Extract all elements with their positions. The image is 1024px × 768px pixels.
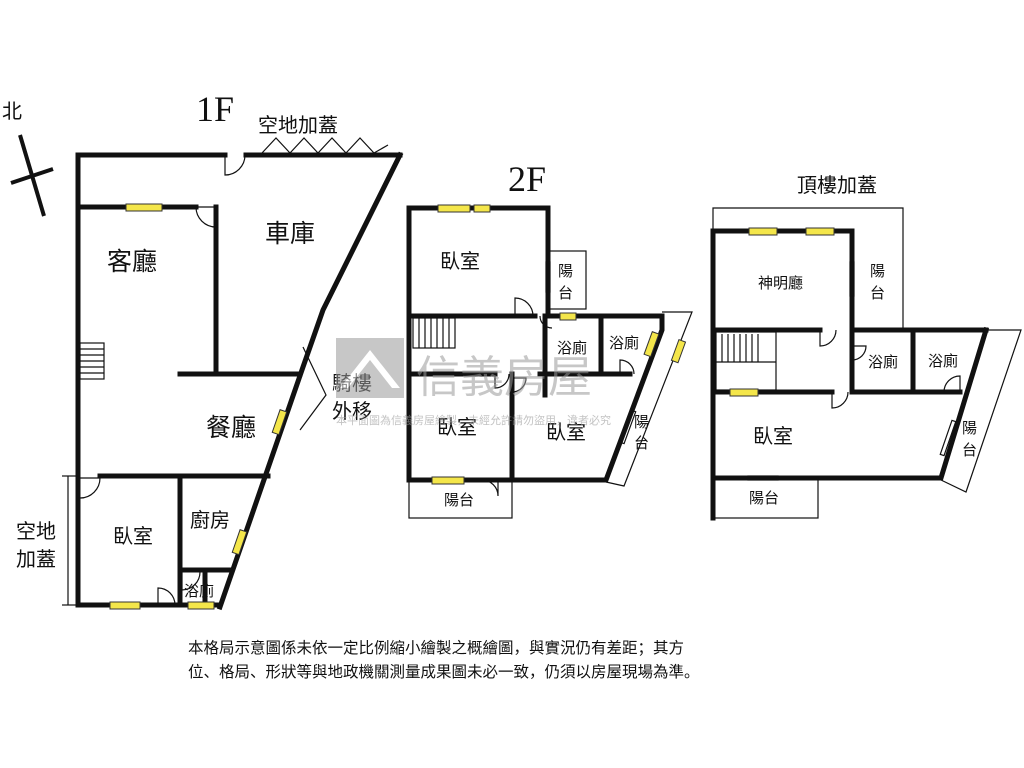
window-roof-bedroom — [729, 388, 759, 397]
disclaimer-line-2: 位、格局、形狀等與地政機關測量成果圖未必一致，仍須以房屋現場為準。 — [188, 663, 700, 681]
window-2f-top-a — [437, 204, 471, 213]
balcony-roof-diag-label-1: 陽 — [962, 419, 977, 437]
shrine-hall-label: 神明廳 — [758, 274, 803, 292]
north-label: 北 — [2, 99, 22, 123]
side-annex-bracket — [62, 475, 78, 606]
annex-top-label: 空地加蓋 — [258, 113, 338, 137]
roof-outer-boundary — [712, 207, 904, 330]
door-roof-balcony-diag — [939, 419, 957, 457]
watermark-brand: 信義房屋 — [416, 352, 592, 403]
wall-1f-diagonal — [216, 151, 404, 611]
window-2f-diag-a — [643, 331, 660, 358]
door-roof-balcony-right — [849, 261, 855, 297]
watermark: 信義房屋 本平面圖為信義房屋繪製，未經允許請勿盜用，違者必究 — [336, 338, 611, 427]
window-roof-top-a — [748, 227, 778, 236]
balcony-2f-right — [547, 250, 587, 310]
bath-roof-right-label: 浴廁 — [928, 352, 958, 370]
balcony-roof-right-label-1: 陽 — [870, 262, 885, 280]
garage-label: 車庫 — [265, 219, 315, 248]
stairs-1f — [79, 342, 105, 380]
balcony-2f-right-label-2: 台 — [558, 284, 573, 302]
door-1f-bottom — [157, 587, 176, 606]
door-roof-bedroom — [831, 391, 849, 409]
balcony-roof-bottom-label: 陽台 — [749, 489, 779, 507]
roof-diag-balcony-outline — [940, 329, 1022, 493]
window-2f-balcony — [431, 476, 465, 485]
floor-roof: 頂樓加蓋 — [710, 173, 1022, 521]
window-1f-living — [125, 203, 163, 212]
balcony-2f-bottom-label: 陽台 — [444, 491, 474, 509]
side-annex-label-2: 加蓋 — [16, 547, 56, 571]
arcade-line — [299, 346, 327, 431]
window-2f-diag-b — [670, 338, 687, 364]
compass: 北 — [2, 99, 54, 217]
window-roof-top-b — [805, 227, 835, 236]
compass-cross-icon — [10, 167, 54, 185]
balcony-2f-diagonal — [605, 311, 693, 487]
floor-1: 1F 空地加蓋 — [16, 89, 404, 611]
bathroom-1f-label: 浴廁 — [184, 582, 214, 600]
disclaimer-line-1: 本格局示意圖係未依一定比例縮小繪製之概繪圖，與實況仍有差距；其方 — [188, 639, 685, 657]
balcony-roof-right-label-2: 台 — [870, 284, 885, 302]
door-2f-balcony — [481, 479, 499, 497]
bath-2f-left-label: 浴廁 — [557, 339, 587, 357]
stairs-2f — [412, 317, 456, 349]
door-2f-balcony-diag — [619, 409, 637, 445]
roof-title: 頂樓加蓋 — [797, 173, 877, 197]
balcony-2f-diag-label-2: 台 — [634, 434, 649, 452]
window-1f-bedroom — [109, 601, 141, 610]
window-1f-diag-b — [231, 529, 248, 556]
door-1f-bath — [181, 571, 201, 591]
bedroom-2f-top-label: 臥室 — [440, 249, 480, 273]
window-2f-hall — [559, 312, 577, 321]
balcony-2f-right-label-1: 陽 — [558, 262, 573, 280]
bedroom-roof-label: 臥室 — [753, 424, 793, 448]
door-roof-bath-left — [851, 345, 867, 361]
door-roof-bath-right — [943, 375, 961, 393]
door-2f-hall-2 — [539, 315, 553, 329]
door-1f-bedroom — [79, 477, 101, 499]
door-1f-entry — [224, 154, 246, 176]
window-1f-bath — [187, 601, 215, 610]
window-1f-diag-a — [271, 409, 288, 436]
bedroom-2f-left-label: 臥室 — [437, 415, 477, 439]
living-room-label: 客廳 — [107, 247, 157, 276]
kitchen-label: 廚房 — [190, 508, 230, 532]
wall-2f-right — [509, 313, 665, 483]
floor-1-title: 1F — [196, 89, 234, 129]
folding-door — [261, 137, 389, 154]
floor-2: 2F — [406, 159, 693, 519]
door-roof-balcony-bottom — [747, 475, 779, 481]
watermark-notice: 本平面圖為信義房屋繪製，未經允許請勿盜用，違者必究 — [336, 413, 611, 427]
door-2f-balcony-right — [545, 261, 551, 293]
floor-2-title: 2F — [508, 159, 546, 199]
brand-logo-icon — [336, 338, 404, 398]
bath-2f-right-label: 浴廁 — [609, 334, 639, 352]
disclaimer: 本格局示意圖係未依一定比例縮小繪製之概繪圖，與實況仍有差距；其方 位、格局、形狀… — [188, 636, 868, 684]
dining-room-label: 餐廳 — [206, 413, 256, 442]
arcade-label-2: 外移 — [332, 399, 372, 423]
bedroom-1f-label: 臥室 — [113, 524, 153, 548]
door-2f-bedroom-left — [494, 373, 510, 389]
door-2f-hall — [514, 297, 534, 317]
door-1f-garage — [195, 206, 217, 228]
balcony-roof-diag-label-2: 台 — [962, 441, 977, 459]
bedroom-2f-right-label: 臥室 — [546, 420, 586, 444]
door-roof-shrine — [819, 329, 837, 347]
window-2f-top-b — [473, 204, 491, 213]
balcony-roof-bottom — [712, 477, 819, 519]
stairs-roof — [715, 331, 777, 391]
balcony-2f-diag-label-1: 陽 — [634, 413, 649, 431]
door-2f-bedroom-right — [511, 377, 527, 393]
door-2f-bath — [619, 359, 635, 375]
bath-roof-left-label: 浴廁 — [868, 353, 898, 371]
side-annex-label-1: 空地 — [16, 519, 56, 543]
